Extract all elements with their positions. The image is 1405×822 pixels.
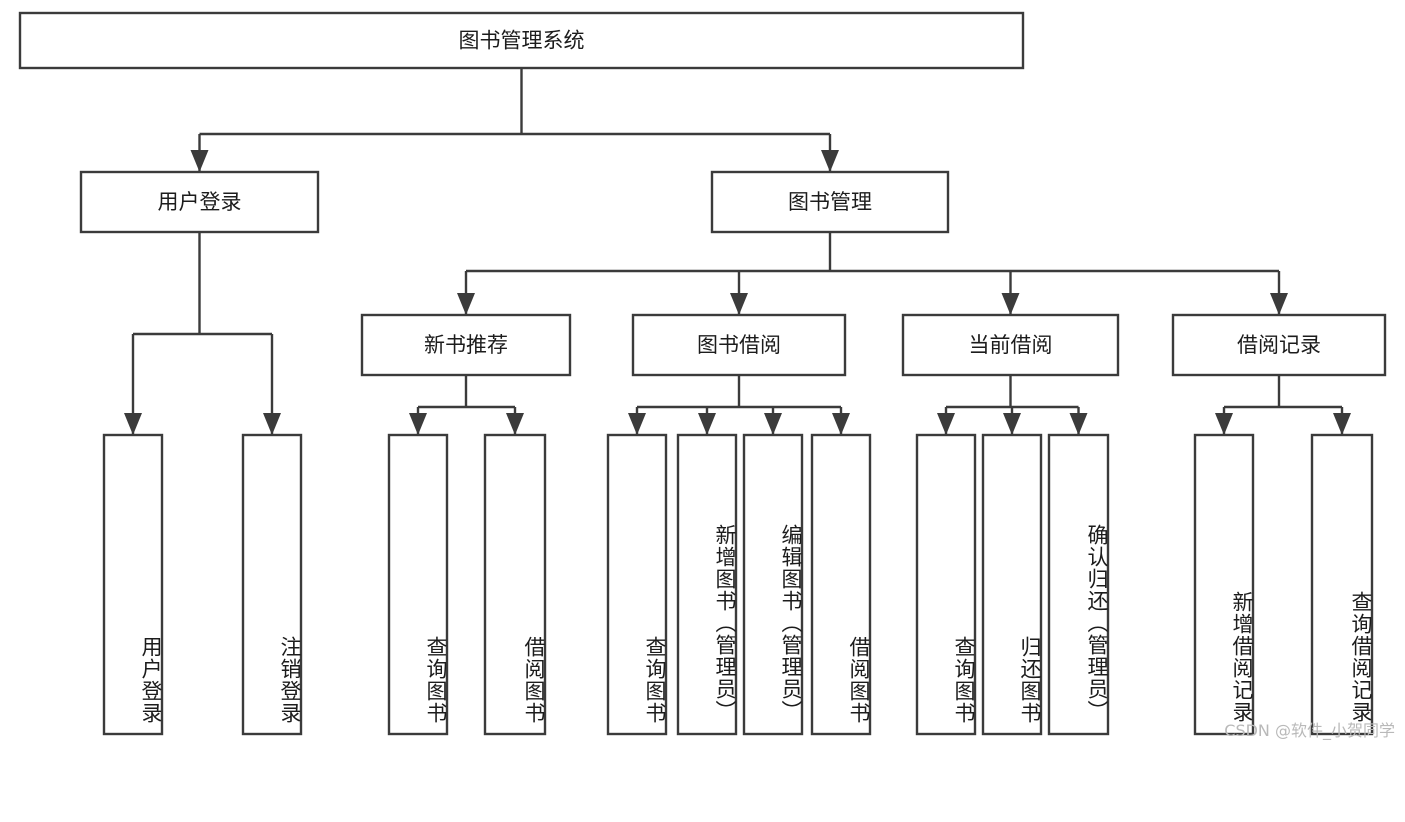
arrow-head-icon [1069,413,1088,435]
diagram-canvas: 图书管理系统用户登录图书管理新书推荐图书借阅当前借阅借阅记录 用户登录注销登录查… [18,11,1395,740]
boxes-layer [18,11,1387,736]
arrow-head-icon [457,293,475,315]
arrow-head-icon [1001,293,1020,315]
arrow-head-icon [628,413,646,435]
leaf-box-leaf-query-book-1 [387,433,449,736]
leaf-box-leaf-borrow-book-2 [810,433,872,736]
arrow-head-icon [937,413,955,435]
leaf-box-leaf-borrow-book-1 [483,433,547,736]
arrow-head-icon [190,150,209,172]
leaf-box-leaf-return-book [981,433,1043,736]
arrow-head-icon [1333,413,1351,435]
node-box-book-borrow [631,313,847,377]
node-label-book-borrow: 图书借阅 [697,333,781,357]
node-box-new-book-recommend [360,313,572,377]
node-label-user-login: 用户登录 [158,190,242,214]
node-box-current-borrow [901,313,1120,377]
arrow-head-icon [698,413,716,435]
arrow-head-icon [832,413,850,435]
arrow-head-icon [1270,293,1288,315]
node-box-user-login [79,170,320,234]
node-box-book-manage [710,170,950,234]
node-label-book-manage: 图书管理 [788,190,872,214]
csdn-watermark: CSDN @软件_小贺同学 [1224,721,1395,740]
connectors-layer [124,68,1351,435]
node-label-current-borrow: 当前借阅 [969,333,1053,357]
arrow-head-icon [124,413,142,435]
leaf-box-leaf-add-book [676,433,738,736]
leaf-box-leaf-edit-book [742,433,804,736]
arrow-head-icon [1003,413,1021,435]
leaf-box-leaf-user-logout [241,433,303,736]
leaf-box-leaf-query-book-3 [915,433,977,736]
leaf-box-leaf-query-book-2 [606,433,668,736]
arrow-head-icon [263,413,281,435]
arrow-head-icon [409,413,427,435]
arrow-head-icon [764,413,782,435]
arrow-head-icon [821,150,839,172]
leaf-box-leaf-confirm-return [1047,433,1110,736]
node-box-borrow-record [1171,313,1387,377]
node-box-root [18,11,1025,70]
arrow-head-icon [730,293,748,315]
node-label-borrow-record: 借阅记录 [1237,333,1321,357]
arrow-head-icon [1215,413,1233,435]
leaf-box-leaf-query-record [1310,433,1374,736]
leaf-box-leaf-add-record [1193,433,1255,736]
arrow-head-icon [506,413,524,435]
node-label-new-book-recommend: 新书推荐 [424,333,508,357]
node-label-root: 图书管理系统 [459,29,585,53]
leaf-box-leaf-user-login [102,433,164,736]
